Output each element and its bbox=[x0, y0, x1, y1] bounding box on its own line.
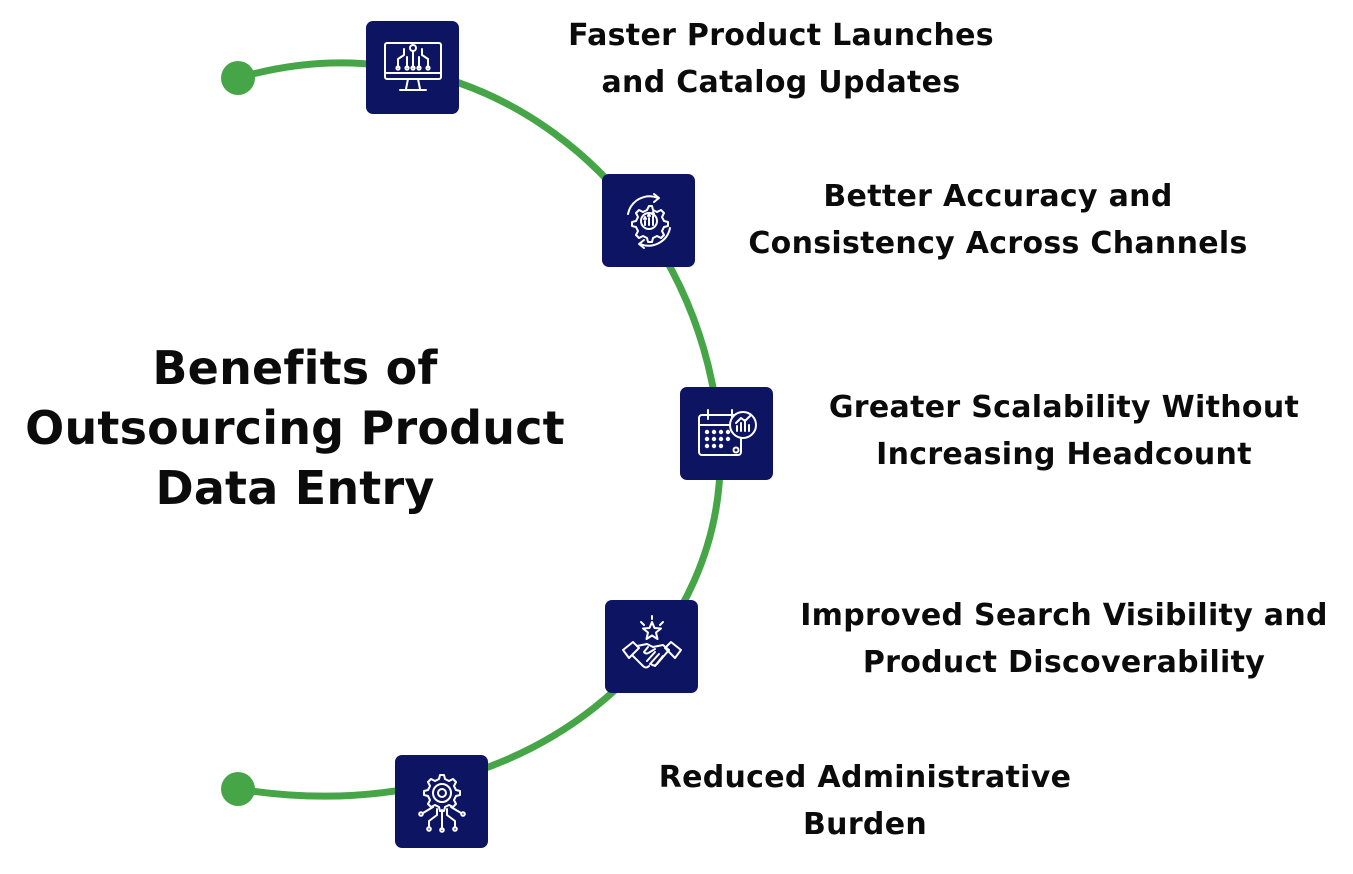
benefit-2: Better Accuracy and Consistency Across C… bbox=[698, 173, 1298, 267]
benefit-4: Improved Search Visibility and Product D… bbox=[764, 592, 1353, 686]
benefit-5-line-1: Reduced Administrative bbox=[658, 760, 1072, 795]
benefit-1-line-1: Faster Product Launches bbox=[568, 18, 994, 53]
benefit-4-line-2: Product Discoverability bbox=[862, 645, 1266, 680]
benefit-5: Reduced Administrative Burden bbox=[565, 754, 1165, 848]
benefit-4-line-1: Improved Search Visibility and bbox=[800, 598, 1328, 633]
benefit-3: Greater Scalability Without Increasing H… bbox=[764, 384, 1353, 478]
benefit-3-line-1: Greater Scalability Without bbox=[828, 390, 1300, 425]
benefit-2-icon-box bbox=[602, 174, 695, 267]
diagram-title-line-2: Outsourcing Product bbox=[25, 401, 565, 455]
handshake-star-icon bbox=[621, 614, 682, 668]
calendar-chart-icon bbox=[697, 408, 757, 456]
benefit-3-icon-box bbox=[680, 387, 773, 480]
benefit-5-icon-box bbox=[395, 755, 488, 848]
gear-circuit-icon bbox=[417, 773, 466, 833]
arc-start-dot bbox=[221, 61, 255, 95]
diagram-title-line-3: Data Entry bbox=[155, 461, 435, 515]
diagram-title-line-1: Benefits of bbox=[152, 341, 438, 395]
gear-growth-icon bbox=[626, 192, 671, 249]
diagram-title: Benefits of Outsourcing Product Data Ent… bbox=[0, 338, 590, 518]
benefit-4-icon-box bbox=[605, 600, 698, 693]
benefit-1-line-2: and Catalog Updates bbox=[601, 65, 961, 100]
benefit-2-line-2: Consistency Across Channels bbox=[748, 226, 1248, 261]
benefit-2-line-1: Better Accuracy and bbox=[823, 179, 1173, 214]
benefit-1: Faster Product Launches and Catalog Upda… bbox=[481, 12, 1081, 106]
benefit-3-line-2: Increasing Headcount bbox=[876, 437, 1252, 472]
arc-end-dot bbox=[221, 772, 255, 806]
benefit-1-icon-box bbox=[366, 21, 459, 114]
benefit-5-line-2: Burden bbox=[803, 807, 927, 842]
monitor-circuit-icon bbox=[383, 41, 442, 91]
